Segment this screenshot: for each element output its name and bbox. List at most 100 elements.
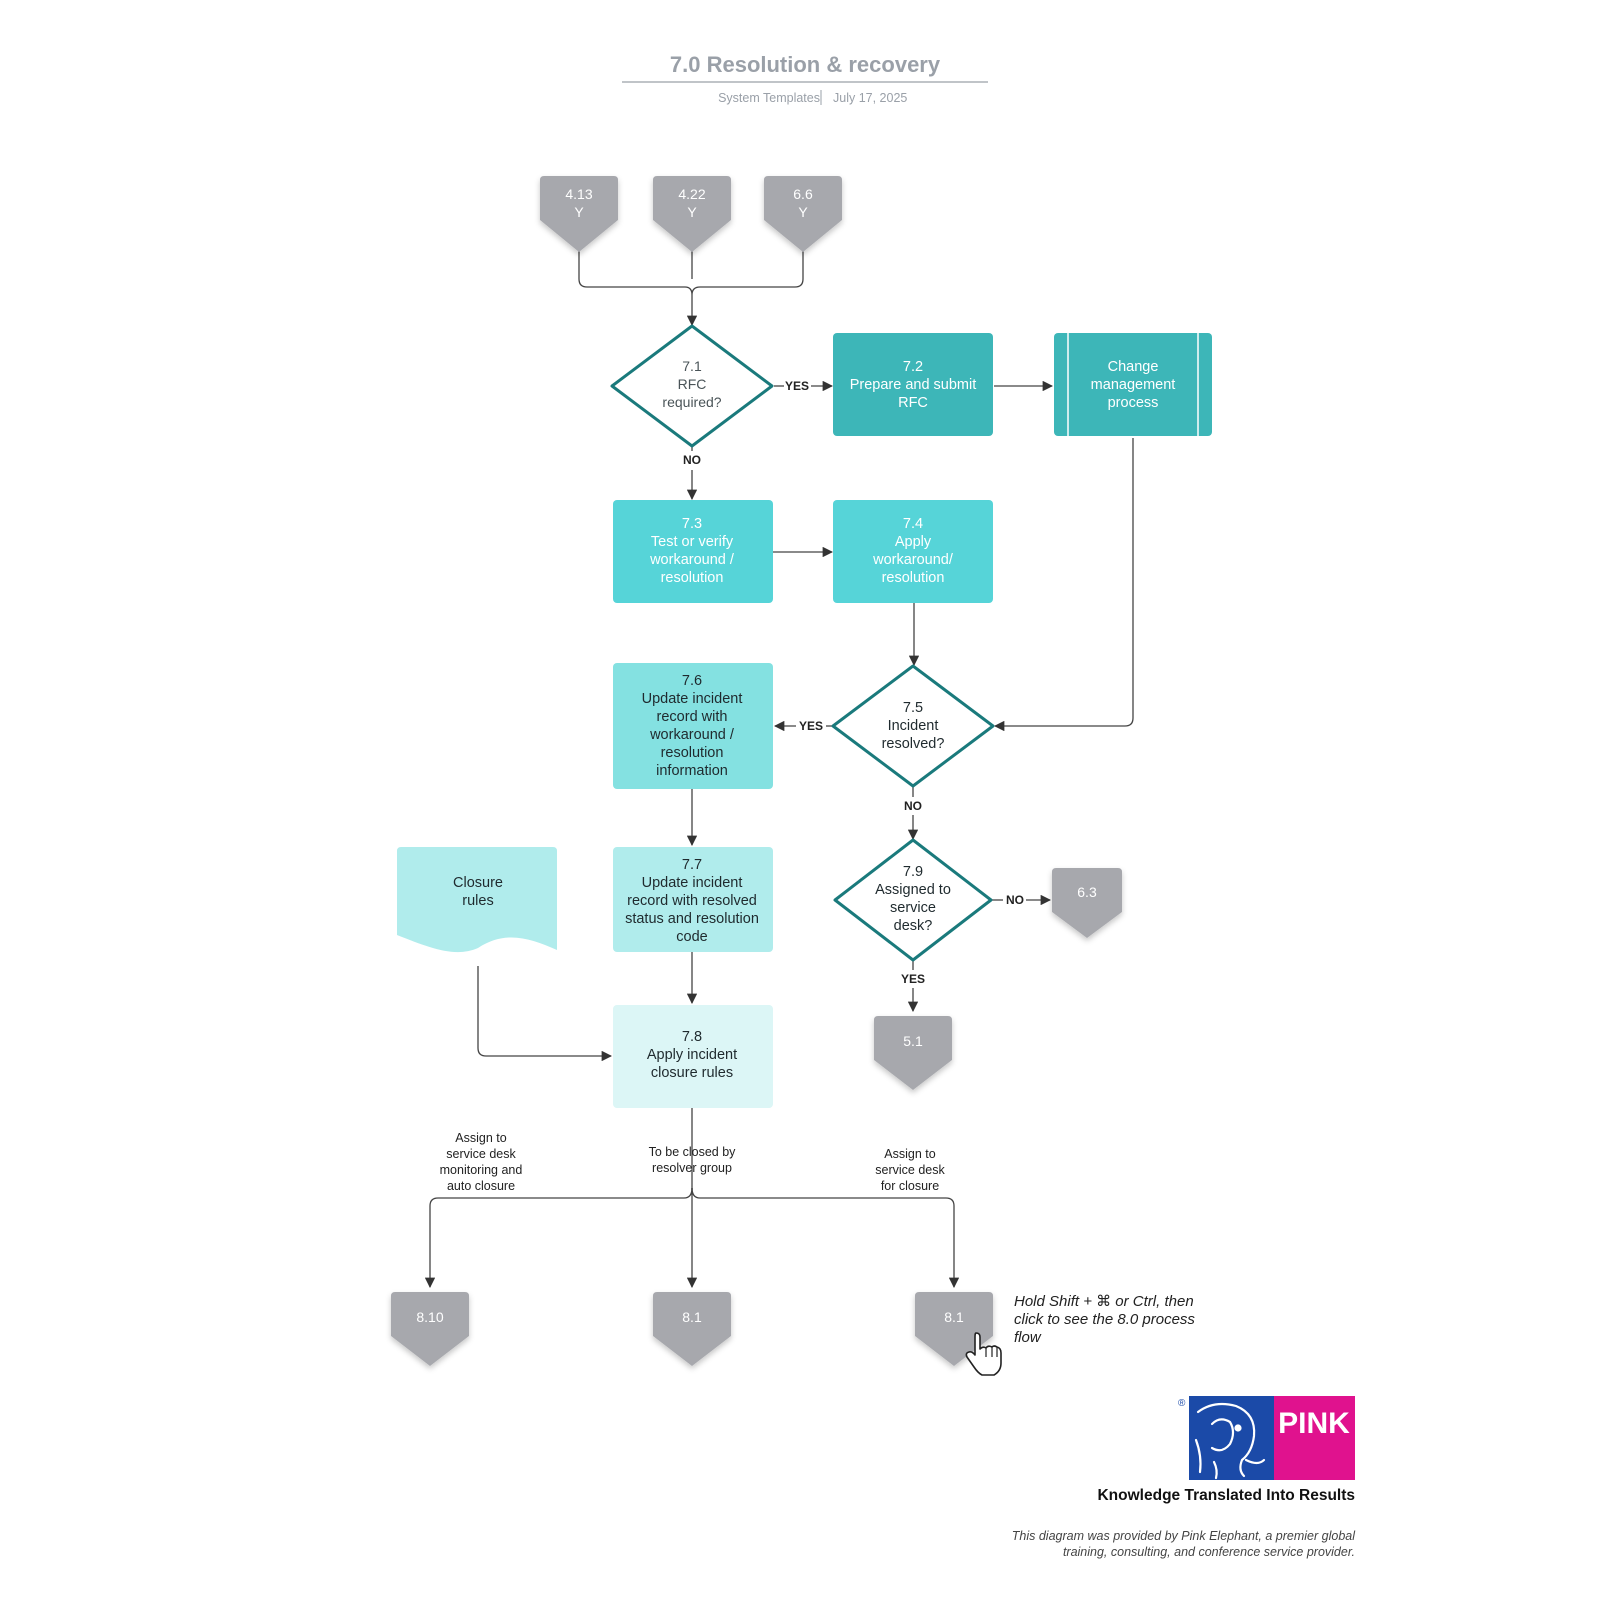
- svg-text:Test or verify: Test or verify: [651, 534, 734, 550]
- edge-label-71-yes: YES: [785, 379, 809, 393]
- svg-text:click to see the 8.0 process: click to see the 8.0 process: [1014, 1311, 1195, 1328]
- svg-text:required?: required?: [662, 394, 721, 410]
- svg-text:4.22: 4.22: [678, 186, 705, 202]
- svg-text:Apply: Apply: [895, 534, 932, 550]
- svg-text:7.7: 7.7: [682, 857, 702, 873]
- note-shortcut-hint: Hold Shift + ⌘ or Ctrl, then click to se…: [1014, 1293, 1195, 1346]
- hand-pointer-icon: [965, 1332, 1002, 1376]
- svg-text:Prepare and submit: Prepare and submit: [850, 377, 977, 393]
- svg-text:8.1: 8.1: [682, 1309, 702, 1325]
- svg-text:6.3: 6.3: [1077, 884, 1097, 900]
- decision-7-9-assigned-to-service-desk[interactable]: 7.9 Assigned to service desk?: [833, 838, 993, 962]
- svg-text:7.8: 7.8: [682, 1029, 702, 1045]
- decision-7-1-rfc-required[interactable]: 7.1 RFC required?: [610, 324, 774, 448]
- connector-8-1-resolver[interactable]: 8.1: [653, 1292, 731, 1366]
- document-closure-rules[interactable]: Closure rules: [397, 847, 557, 953]
- svg-text:resolution: resolution: [882, 570, 945, 586]
- registered-mark: ®: [1178, 1398, 1186, 1409]
- svg-text:resolution: resolution: [661, 570, 724, 586]
- svg-text:7.3: 7.3: [682, 516, 702, 532]
- svg-text:information: information: [656, 763, 728, 779]
- edge-label-75-no: NO: [904, 799, 922, 813]
- process-change-management[interactable]: Change management process: [1054, 333, 1212, 436]
- connector-8-1-desk[interactable]: 8.1: [915, 1292, 993, 1366]
- svg-text:Closure: Closure: [453, 875, 503, 891]
- svg-text:To be closed by: To be closed by: [649, 1145, 737, 1159]
- svg-text:5.1: 5.1: [903, 1033, 923, 1049]
- process-7-6-update-incident-record[interactable]: 7.6 Update incident record with workarou…: [613, 663, 773, 789]
- logo-wordmark: PINK: [1278, 1407, 1350, 1440]
- svg-text:for closure: for closure: [881, 1179, 939, 1193]
- connector-6-6[interactable]: 6.6 Y: [764, 176, 842, 252]
- svg-text:desk?: desk?: [894, 918, 933, 934]
- edge-label-71-no: NO: [683, 453, 701, 467]
- edge-change-to-75: [993, 438, 1134, 732]
- svg-text:This diagram was provided by P: This diagram was provided by Pink Elepha…: [1012, 1529, 1356, 1543]
- svg-text:Y: Y: [574, 204, 584, 220]
- connector-6-3[interactable]: 6.3: [1052, 868, 1122, 938]
- svg-text:7.2: 7.2: [903, 359, 923, 375]
- svg-text:Assigned to: Assigned to: [875, 882, 951, 898]
- svg-text:Assign to: Assign to: [455, 1131, 506, 1145]
- edge-label-79-yes: YES: [901, 972, 925, 986]
- svg-text:Update incident: Update incident: [642, 691, 743, 707]
- svg-text:Assign to: Assign to: [884, 1147, 935, 1161]
- credit-text: This diagram was provided by Pink Elepha…: [1012, 1529, 1356, 1559]
- svg-text:flow: flow: [1014, 1329, 1042, 1346]
- svg-text:service desk: service desk: [446, 1147, 516, 1161]
- svg-text:service desk: service desk: [875, 1163, 945, 1177]
- edge-78-to-810: [424, 1187, 693, 1289]
- process-7-8-apply-closure-rules[interactable]: 7.8 Apply incident closure rules: [613, 1005, 773, 1108]
- svg-text:resolved?: resolved?: [882, 736, 945, 752]
- process-7-2-prepare-submit-rfc[interactable]: 7.2 Prepare and submit RFC: [833, 333, 993, 436]
- edge-label-75-yes: YES: [799, 719, 823, 733]
- header-source: System Templates: [718, 91, 820, 105]
- svg-text:resolution: resolution: [661, 745, 724, 761]
- svg-text:status and resolution: status and resolution: [625, 911, 759, 927]
- svg-text:Change: Change: [1108, 359, 1159, 375]
- svg-text:8.1: 8.1: [944, 1309, 964, 1325]
- svg-text:workaround /: workaround /: [649, 727, 735, 743]
- svg-text:Y: Y: [798, 204, 808, 220]
- connector-5-1[interactable]: 5.1: [874, 1016, 952, 1090]
- svg-text:7.1: 7.1: [682, 358, 702, 374]
- edge-merge-curve: [684, 286, 701, 296]
- edges: [424, 250, 1134, 1289]
- svg-text:monitoring and: monitoring and: [440, 1163, 523, 1177]
- svg-text:closure rules: closure rules: [651, 1065, 733, 1081]
- svg-text:7.5: 7.5: [903, 700, 923, 716]
- svg-text:6.6: 6.6: [793, 186, 813, 202]
- branch-label-resolver-group: To be closed by resolver group: [649, 1145, 737, 1175]
- svg-text:7.9: 7.9: [903, 864, 923, 880]
- pink-elephant-logo: ® PINK Knowledge Translated Into Results: [1097, 1396, 1355, 1504]
- edge-413-merge: [578, 250, 685, 288]
- process-7-4-apply-workaround[interactable]: 7.4 Apply workaround/ resolution: [833, 500, 993, 603]
- edge-label-79-no: NO: [1006, 893, 1024, 907]
- svg-text:code: code: [676, 929, 707, 945]
- svg-text:7.4: 7.4: [903, 516, 923, 532]
- svg-text:service: service: [890, 900, 936, 916]
- svg-text:Update incident: Update incident: [642, 875, 743, 891]
- svg-text:Y: Y: [687, 204, 697, 220]
- branch-label-auto-closure: Assign to service desk monitoring and au…: [440, 1131, 523, 1193]
- connector-8-10[interactable]: 8.10: [391, 1292, 469, 1366]
- page-title: 7.0 Resolution & recovery: [670, 52, 941, 77]
- process-7-3-test-verify[interactable]: 7.3 Test or verify workaround / resoluti…: [613, 500, 773, 603]
- svg-text:Apply incident: Apply incident: [647, 1047, 737, 1063]
- elephant-icon: [1194, 1402, 1266, 1480]
- branch-label-desk-closure: Assign to service desk for closure: [875, 1147, 945, 1193]
- svg-text:workaround/: workaround/: [872, 552, 954, 568]
- logo-pink-panel: [1274, 1396, 1355, 1480]
- svg-text:8.10: 8.10: [416, 1309, 443, 1325]
- svg-text:4.13: 4.13: [565, 186, 592, 202]
- connector-4-13[interactable]: 4.13 Y: [540, 176, 618, 252]
- svg-text:RFC: RFC: [678, 376, 707, 392]
- svg-text:process: process: [1108, 395, 1159, 411]
- connector-4-22[interactable]: 4.22 Y: [653, 176, 731, 252]
- svg-text:Incident: Incident: [888, 718, 939, 734]
- edge-66-merge: [700, 250, 804, 288]
- decision-7-5-incident-resolved[interactable]: 7.5 Incident resolved?: [831, 664, 995, 788]
- logo-tagline: Knowledge Translated Into Results: [1097, 1487, 1355, 1504]
- process-7-7-update-resolved-status[interactable]: 7.7 Update incident record with resolved…: [613, 847, 773, 952]
- svg-text:training, consulting, and conf: training, consulting, and conference ser…: [1063, 1545, 1355, 1559]
